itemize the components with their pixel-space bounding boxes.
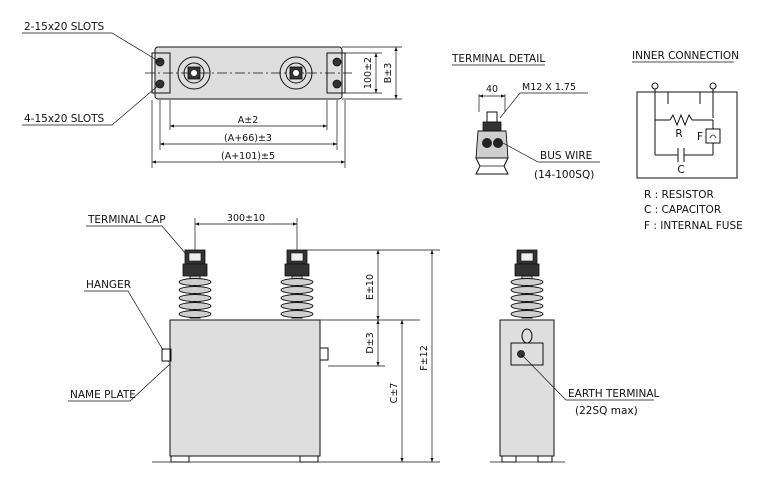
capacitor-label: C (677, 164, 684, 176)
slots-bottom-label: 4-15x20 SLOTS (24, 113, 105, 125)
bushing-right (280, 249, 314, 319)
thread-label: M12 X 1.75 (522, 82, 576, 93)
legend-fuse: F : INTERNAL FUSE (644, 220, 743, 232)
fuse-label: F (697, 131, 703, 143)
dim-d: D±3 (365, 332, 376, 353)
side-view: EARTH TERMINAL (22SQ max) (490, 249, 660, 463)
bushing-side (510, 249, 544, 319)
bus-wire-label: BUS WIRE (540, 150, 592, 162)
slots-top-label: 2-15x20 SLOTS (24, 21, 105, 33)
inner-connection: INNER CONNECTION R F C R : RESISTOR C : … (632, 50, 743, 232)
dim-b: B±3 (383, 63, 394, 84)
dim-e: E±10 (365, 274, 376, 300)
legend-resistor: R : RESISTOR (644, 189, 714, 201)
bushing-left (178, 249, 212, 319)
terminal-cap-label: TERMINAL CAP (87, 214, 166, 226)
slot-right-top (332, 57, 342, 67)
dim-100: 100±2 (363, 57, 374, 89)
front-body (169, 319, 321, 457)
top-terminal-right (279, 56, 313, 90)
slot-right-bottom (332, 79, 342, 89)
slots-bottom-leader (22, 83, 161, 126)
terminal-detail: TERMINAL DETAIL 40 M12 X 1.75 BUS WIRE (… (451, 53, 600, 181)
resistor-label: R (675, 128, 682, 140)
dim-300: 300±10 (227, 213, 265, 224)
slots-top-leader (22, 32, 161, 63)
inner-connection-title: INNER CONNECTION (632, 50, 739, 62)
dim-40: 40 (486, 84, 498, 95)
dim-c: C±7 (389, 383, 400, 404)
dim-a101: (A+101)±5 (221, 151, 275, 162)
dim-a66: (A+66)±3 (224, 133, 272, 144)
earth-terminal-size: (22SQ max) (575, 405, 638, 417)
dim-f: F±12 (419, 345, 430, 371)
dim-a: A±2 (238, 115, 259, 126)
hanger-label: HANGER (86, 279, 131, 291)
hanger (161, 348, 172, 362)
top-view: 2-15x20 SLOTS 4-15x20 SLOTS A±2 (A+66)±3… (22, 21, 402, 168)
earth-terminal-label: EARTH TERMINAL (568, 388, 660, 400)
front-view: 300±10 TERMINAL CAP HANGER NAME PLATE E±… (68, 213, 440, 463)
legend-capacitor: C : CAPACITOR (644, 204, 721, 216)
side-body (499, 319, 555, 457)
earth-plate (510, 342, 544, 366)
name-plate-label: NAME PLATE (70, 389, 136, 401)
top-terminal-left (177, 56, 211, 90)
terminal-detail-title: TERMINAL DETAIL (451, 53, 545, 65)
bus-wire-range: (14-100SQ) (534, 169, 594, 181)
